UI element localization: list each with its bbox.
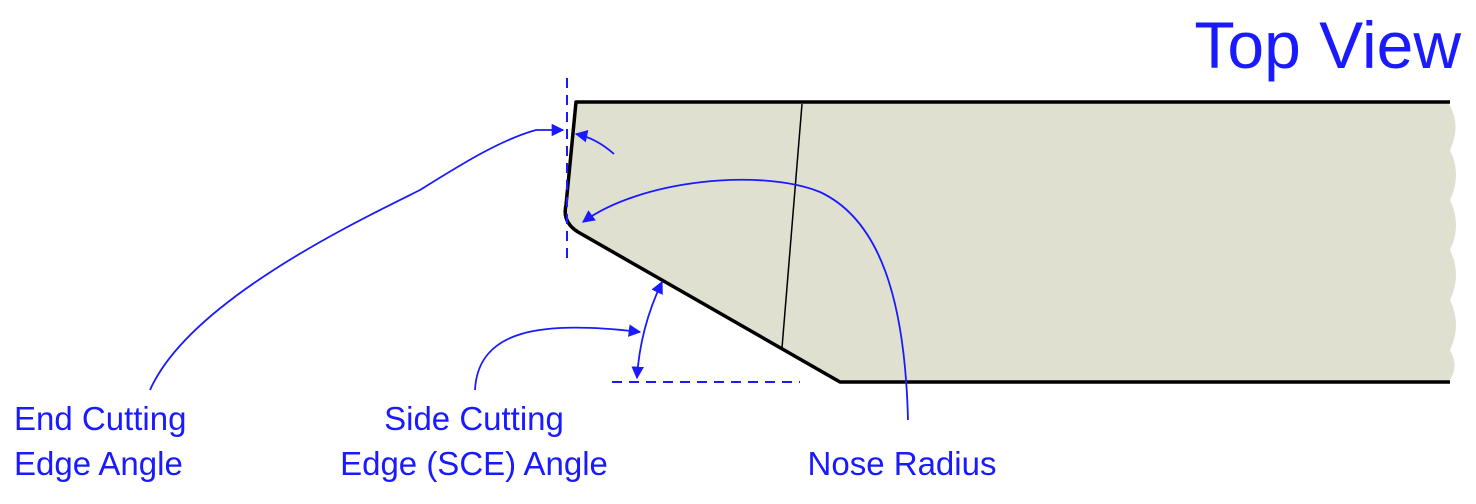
end-cutting-label-line-1: End Cutting (14, 400, 186, 437)
side-cutting-leader (474, 324, 642, 391)
tool-section-line (781, 103, 803, 349)
end-cutting-label-line-2: Edge Angle (14, 445, 183, 482)
tool-body (565, 102, 1456, 382)
diagram-title: Top View (1194, 8, 1461, 82)
end-cutting-angle-arrow-right (574, 130, 615, 155)
side-cutting-label-line-2: Edge (SCE) Angle (340, 445, 608, 482)
nose-radius-label: Nose Radius (808, 445, 997, 482)
end-cutting-leader (149, 129, 537, 391)
nose-radius-leader (581, 178, 909, 421)
sce-angle-arc-arrow (631, 280, 663, 380)
side-cutting-label-line-1: Side Cutting (384, 400, 564, 437)
